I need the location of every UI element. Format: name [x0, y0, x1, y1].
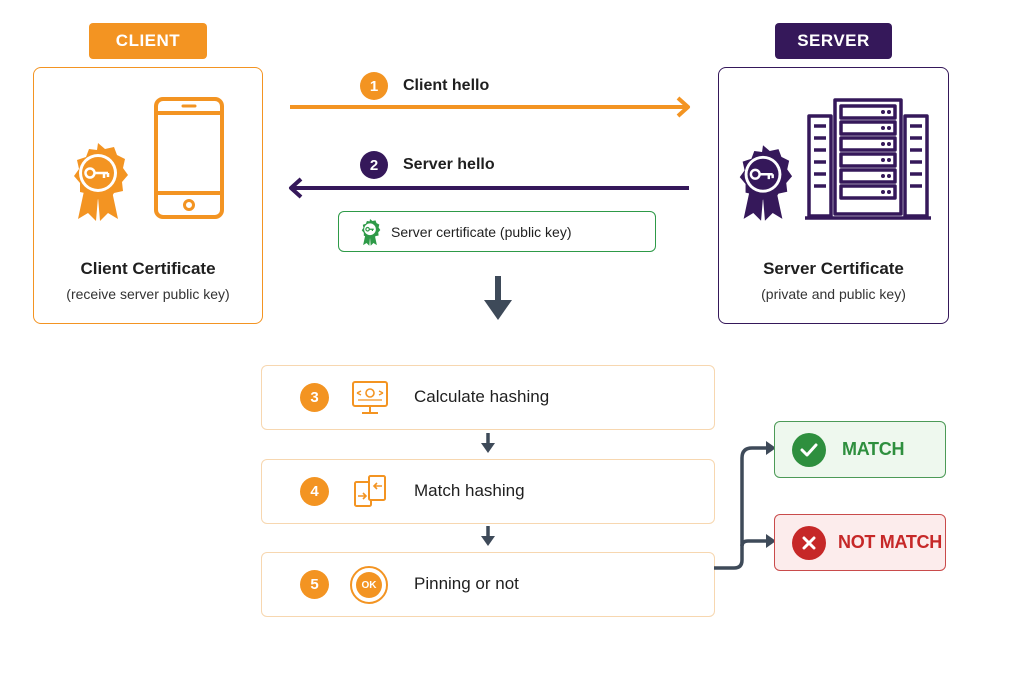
- client-card-title: Client Certificate: [80, 259, 216, 278]
- step-3-to-4-arrow: [481, 433, 495, 453]
- not-match-label: NOT MATCH: [838, 532, 942, 552]
- ok-badge-icon: OK: [350, 566, 388, 604]
- certificate-badge-icon: [361, 218, 381, 246]
- client-hello-label: Client hello: [403, 77, 490, 94]
- close-icon: [792, 525, 826, 560]
- server-tag: SERVER: [775, 23, 892, 59]
- compare-documents-icon: [354, 475, 386, 507]
- down-arrow-icon: [484, 276, 512, 320]
- step-number-4: 4: [300, 477, 329, 506]
- match-label: MATCH: [842, 439, 905, 459]
- smartphone-icon: [154, 97, 224, 219]
- step-label-pinning-or-not: Pinning or not: [414, 574, 519, 593]
- client-certificate-badge-icon: [74, 143, 128, 221]
- server-rack-icon: [805, 98, 931, 220]
- step-number-3: 3: [300, 383, 329, 412]
- server-certificate-badge-icon: [739, 145, 793, 221]
- server-certificate-label: Server certificate (public key): [391, 223, 572, 240]
- server-card-subtitle: (private and public key): [761, 286, 906, 302]
- server-card-title: Server Certificate: [763, 259, 904, 278]
- step-label-match-hashing: Match hashing: [414, 481, 525, 500]
- step-calculate-hashing: 3 Calculate hashing: [261, 365, 715, 430]
- handshake-arrows: [289, 96, 690, 199]
- monitor-hash-icon: [352, 381, 388, 414]
- server-card: Server Certificate (private and public k…: [718, 67, 949, 324]
- step-number-1: 1: [360, 72, 388, 100]
- client-card-subtitle: (receive server public key): [66, 286, 230, 302]
- step-pinning-or-not: 5 OK Pinning or not: [261, 552, 715, 617]
- step-match-hashing: 4 Match hashing: [261, 459, 715, 524]
- step-number-5: 5: [300, 570, 329, 599]
- server-certificate-pill: Server certificate (public key): [338, 211, 656, 252]
- result-branch-connector: [714, 441, 776, 570]
- step-number-2: 2: [360, 151, 388, 179]
- client-card: Client Certificate (receive server publi…: [33, 67, 263, 324]
- step-label-calculate-hashing: Calculate hashing: [414, 387, 550, 406]
- not-match-result: NOT MATCH: [774, 514, 946, 571]
- step-4-to-5-arrow: [481, 526, 495, 546]
- server-hello-label: Server hello: [403, 156, 495, 173]
- match-result: MATCH: [774, 421, 946, 478]
- check-icon: [792, 432, 826, 467]
- ok-badge-text: OK: [356, 572, 382, 598]
- client-tag: CLIENT: [89, 23, 207, 59]
